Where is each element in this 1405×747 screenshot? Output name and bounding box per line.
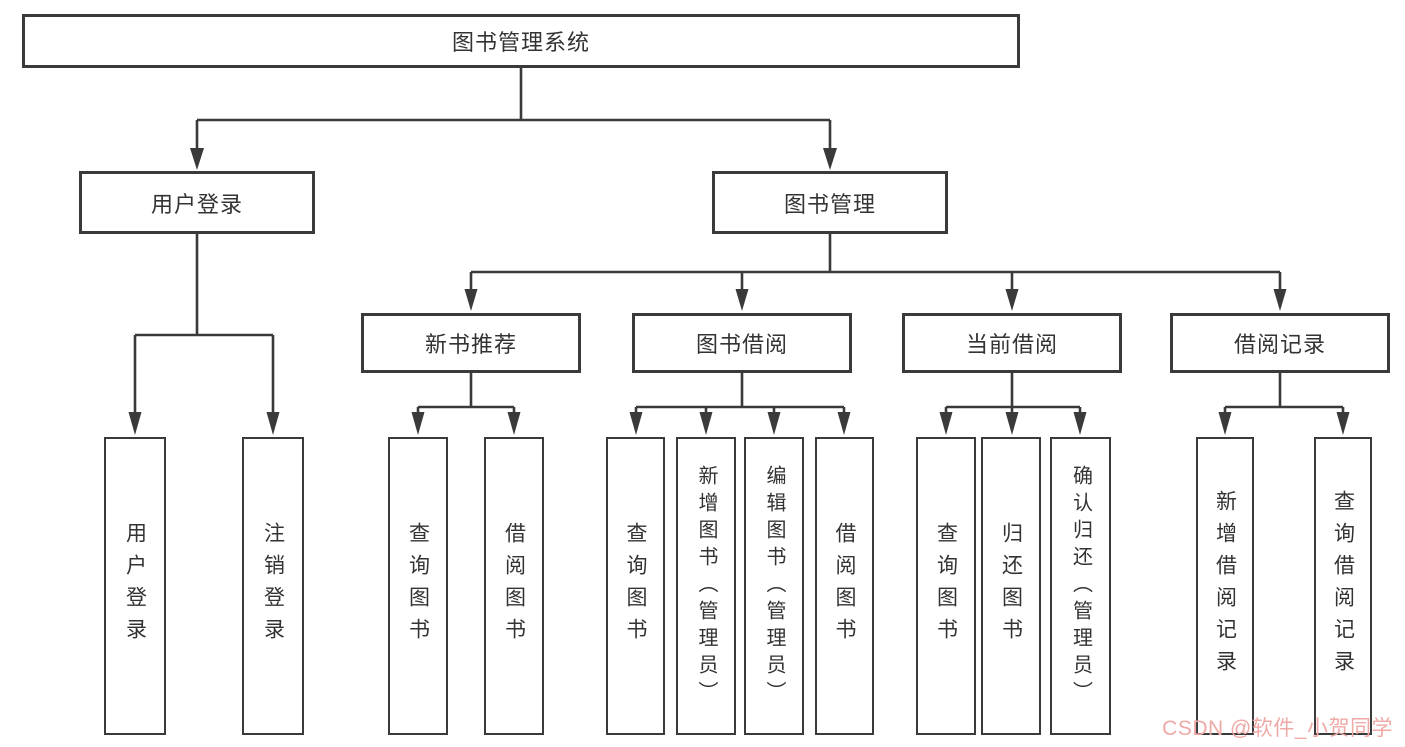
leaf-borrow-books-recommend: 借阅图书 <box>484 437 544 735</box>
node-new-book-recommend: 新书推荐 <box>361 313 581 373</box>
node-book-borrow: 图书借阅 <box>632 313 852 373</box>
connector-root-to-level2 <box>190 68 837 170</box>
node-label: 新增图书（管理员） <box>695 464 717 708</box>
node-current-borrow: 当前借阅 <box>902 313 1122 373</box>
node-label: 用户登录 <box>150 191 243 217</box>
node-label: 借阅记录 <box>1233 332 1326 357</box>
node-label: 注销登录 <box>261 522 285 650</box>
node-label: 图书管理系统 <box>451 30 590 55</box>
node-label: 用户登录 <box>123 522 147 650</box>
csdn-watermark: CSDN @软件_小贺同学 <box>1162 717 1393 740</box>
node-label: 查询借阅记录 <box>1331 490 1355 682</box>
leaf-add-borrow-record: 新增借阅记录 <box>1196 437 1254 735</box>
node-label: 查询图书 <box>624 522 647 650</box>
node-book-management: 图书管理 <box>712 171 948 234</box>
node-label: 编辑图书（管理员） <box>763 464 785 708</box>
leaf-return-books: 归还图书 <box>981 437 1041 735</box>
node-label: 新增借阅记录 <box>1213 490 1237 682</box>
node-label: 借阅图书 <box>833 522 856 650</box>
connector-book-borrow-to-children <box>629 373 851 435</box>
leaf-borrow-books: 借阅图书 <box>815 437 874 735</box>
node-label: 当前借阅 <box>965 332 1058 357</box>
node-label: 确认归还（管理员） <box>1069 464 1092 708</box>
node-label: 借阅图书 <box>502 522 526 650</box>
node-label: 查询图书 <box>406 522 430 650</box>
leaf-add-books-admin: 新增图书（管理员） <box>676 437 736 735</box>
connector-book-management-to-level3 <box>464 234 1287 311</box>
node-root-library-system: 图书管理系统 <box>22 14 1020 68</box>
connector-borrow-records-to-children <box>1218 373 1350 435</box>
node-label: 图书管理 <box>783 191 876 217</box>
leaf-query-books-borrow: 查询图书 <box>606 437 665 735</box>
node-label: 归还图书 <box>999 522 1023 650</box>
connector-user-login-to-children <box>128 234 280 435</box>
leaf-user-login: 用户登录 <box>104 437 166 735</box>
connector-current-borrow-to-children <box>939 373 1087 435</box>
leaf-query-books-recommend: 查询图书 <box>388 437 448 735</box>
node-label: 新书推荐 <box>424 332 517 357</box>
leaf-query-books-current: 查询图书 <box>916 437 976 735</box>
leaf-edit-books-admin: 编辑图书（管理员） <box>744 437 804 735</box>
leaf-logout: 注销登录 <box>242 437 304 735</box>
leaf-confirm-return-admin: 确认归还（管理员） <box>1050 437 1111 735</box>
node-borrow-records: 借阅记录 <box>1170 313 1390 373</box>
node-label: 查询图书 <box>934 522 958 650</box>
connector-new-books-to-children <box>411 373 521 435</box>
node-label: 图书借阅 <box>695 332 788 357</box>
leaf-query-borrow-record: 查询借阅记录 <box>1314 437 1372 735</box>
node-user-login: 用户登录 <box>79 171 315 234</box>
